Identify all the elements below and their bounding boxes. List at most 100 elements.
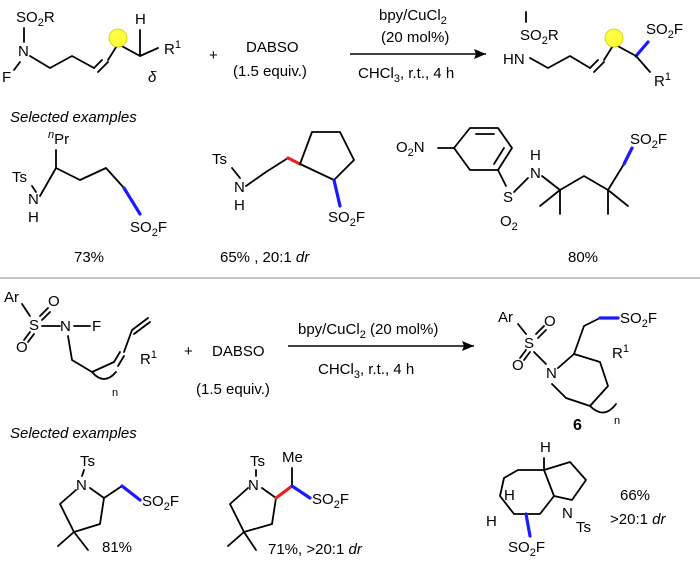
scheme1: SO2R N F H δ R1 + DABSO (1.5 equiv.) bpy… <box>2 7 683 266</box>
scheme1-conditions: CHCl3, r.t., 4 h <box>358 65 454 85</box>
ex1c-n: N <box>530 165 541 182</box>
ex2a-c-s-bond <box>120 484 142 502</box>
ex1a-chain1 <box>39 167 81 197</box>
ex1a-ts: Ts <box>12 169 27 186</box>
sm1-chain <box>29 55 95 69</box>
sm1-delta-label: δ <box>148 69 157 86</box>
p1-chain2 <box>603 43 637 61</box>
ex1b-ts-n-bond <box>231 167 241 179</box>
sm2-ar-s-bond <box>21 303 31 317</box>
example-2c: H H N Ts H SO2F 66% >20:1 dr <box>486 439 666 559</box>
scheme1-arrowhead <box>474 49 486 59</box>
ex1b-ts: Ts <box>212 151 227 168</box>
sm2-n-bracket <box>91 371 117 380</box>
ex1c-ring-s-bond <box>497 169 507 187</box>
p2-s-o-bonds <box>519 325 547 361</box>
scheme1-plus: + <box>209 47 218 64</box>
sm2-ar: Ar <box>4 289 19 306</box>
sm2-o1: O <box>48 293 60 310</box>
ex2a-yield: 81% <box>102 539 132 556</box>
ex2b-n: N <box>248 477 259 494</box>
example-2a: Ts N SO2F 81% <box>57 453 179 556</box>
ex1c-s-n-bond <box>513 177 529 193</box>
ex1b-stereo-bond <box>286 156 302 166</box>
ex1a-so2f: SO2F <box>130 219 167 239</box>
ex1c-so2f: SO2F <box>630 131 667 151</box>
ex1c-o2n: O2N <box>396 139 425 159</box>
ex2c-pyrrolidine <box>543 461 587 501</box>
ex1c-s: S <box>503 189 513 206</box>
scheme2-plus: + <box>184 343 193 360</box>
example-2b: Ts N Me SO2F 71%, >20:1 dr <box>227 449 363 558</box>
scheme2-dabso: DABSO <box>212 343 265 360</box>
sm2-r1: R1 <box>140 349 157 368</box>
ex2b-so2f: SO2F <box>312 491 349 511</box>
scheme2-product: Ar S O O N n SO2F R1 6 <box>498 309 657 434</box>
p1-c-s-bond <box>634 40 650 58</box>
ex1a-ts-n-bond <box>31 185 37 193</box>
example-1a: Ts N H nPr SO2F 73% <box>12 129 167 266</box>
sm1-chain-break <box>93 59 109 73</box>
ex2c-so2f: SO2F <box>508 539 545 559</box>
ex2b-gem-dimethyl <box>227 531 257 551</box>
p2-so2f: SO2F <box>620 310 657 330</box>
p1-radical-marker <box>604 28 624 48</box>
p2-ar-s-bond <box>517 323 527 335</box>
ex2b-me: Me <box>282 449 303 466</box>
ex2a-ts-n-bond <box>81 469 85 477</box>
ex1a-npr: nPr <box>48 129 69 148</box>
ex1b-ring <box>299 131 355 181</box>
compound-number: 6 <box>573 417 582 434</box>
scheme1-dabso: DABSO <box>246 39 299 56</box>
sm2-chain <box>67 335 115 373</box>
ex1c-chain <box>541 163 625 191</box>
ex1c-benzene <box>453 127 513 171</box>
p1-chain <box>529 55 591 69</box>
ex2b-stereo-bond <box>274 484 294 500</box>
sm2-n-sub: n <box>112 387 118 399</box>
p2-ring <box>551 353 609 407</box>
ex2b-c-s-bond <box>290 484 312 500</box>
sm2-s-o-bonds <box>23 307 51 343</box>
ex2c-h-top: H <box>540 439 551 456</box>
sm1-r1-label: R1 <box>164 39 181 58</box>
ex1a-c-s-bond <box>122 186 142 216</box>
ex2c-dr: >20:1 dr <box>610 511 666 528</box>
ex2c-h-low: H <box>486 513 497 530</box>
p1-so2r-label: SO2R <box>520 27 559 47</box>
ex1c-o2: O2 <box>500 213 518 233</box>
ex2b-yield: 71%, >20:1 dr <box>268 541 363 558</box>
p2-s: S <box>524 335 534 352</box>
p2-n-sub: n <box>614 415 620 427</box>
sm2-f: F <box>92 318 101 335</box>
ex2c-ts: Ts <box>576 519 591 536</box>
scheme1-loading: (20 mol%) <box>381 29 449 46</box>
ex1c-yield: 80% <box>568 249 598 266</box>
p2-ar: Ar <box>498 309 513 326</box>
example-1b: Ts N H SO2F 65% , 20:1 dr <box>212 131 365 266</box>
sm1-n-f-bond <box>13 61 21 71</box>
scheme2-arrowhead <box>462 341 474 351</box>
ex1c-h: H <box>530 147 541 164</box>
p1-chain-break <box>589 59 605 73</box>
ex1b-chain <box>245 157 301 187</box>
sm2-n: N <box>60 318 71 335</box>
sm1-n-label: N <box>18 43 29 60</box>
sm1-so2r-label: SO2R <box>16 9 55 29</box>
p2-o1: O <box>544 313 556 330</box>
ex1b-h: H <box>234 197 245 214</box>
sm1-radical-marker <box>108 28 128 48</box>
p2-ch2 <box>573 317 601 355</box>
ex1a-chain2 <box>79 167 125 189</box>
ex1a-h: H <box>28 209 39 226</box>
scheme1-product: SO2R HN SO2F R1 <box>503 11 683 90</box>
sm1-f-label: F <box>2 69 11 86</box>
scheme2-conditions: CHCl3, r.t., 4 h <box>318 361 414 381</box>
ex2a-ring <box>59 487 105 533</box>
example-1c: O2N S O2 N H SO2F 80% <box>396 127 667 266</box>
ex2a-ts: Ts <box>80 453 95 470</box>
scheme2-catalyst: bpy/CuCl2 (20 mol%) <box>298 321 438 341</box>
p1-so2f-label: SO2F <box>646 21 683 41</box>
p1-c-r-bond <box>635 55 651 73</box>
ex1c-benzene-double <box>475 133 505 165</box>
